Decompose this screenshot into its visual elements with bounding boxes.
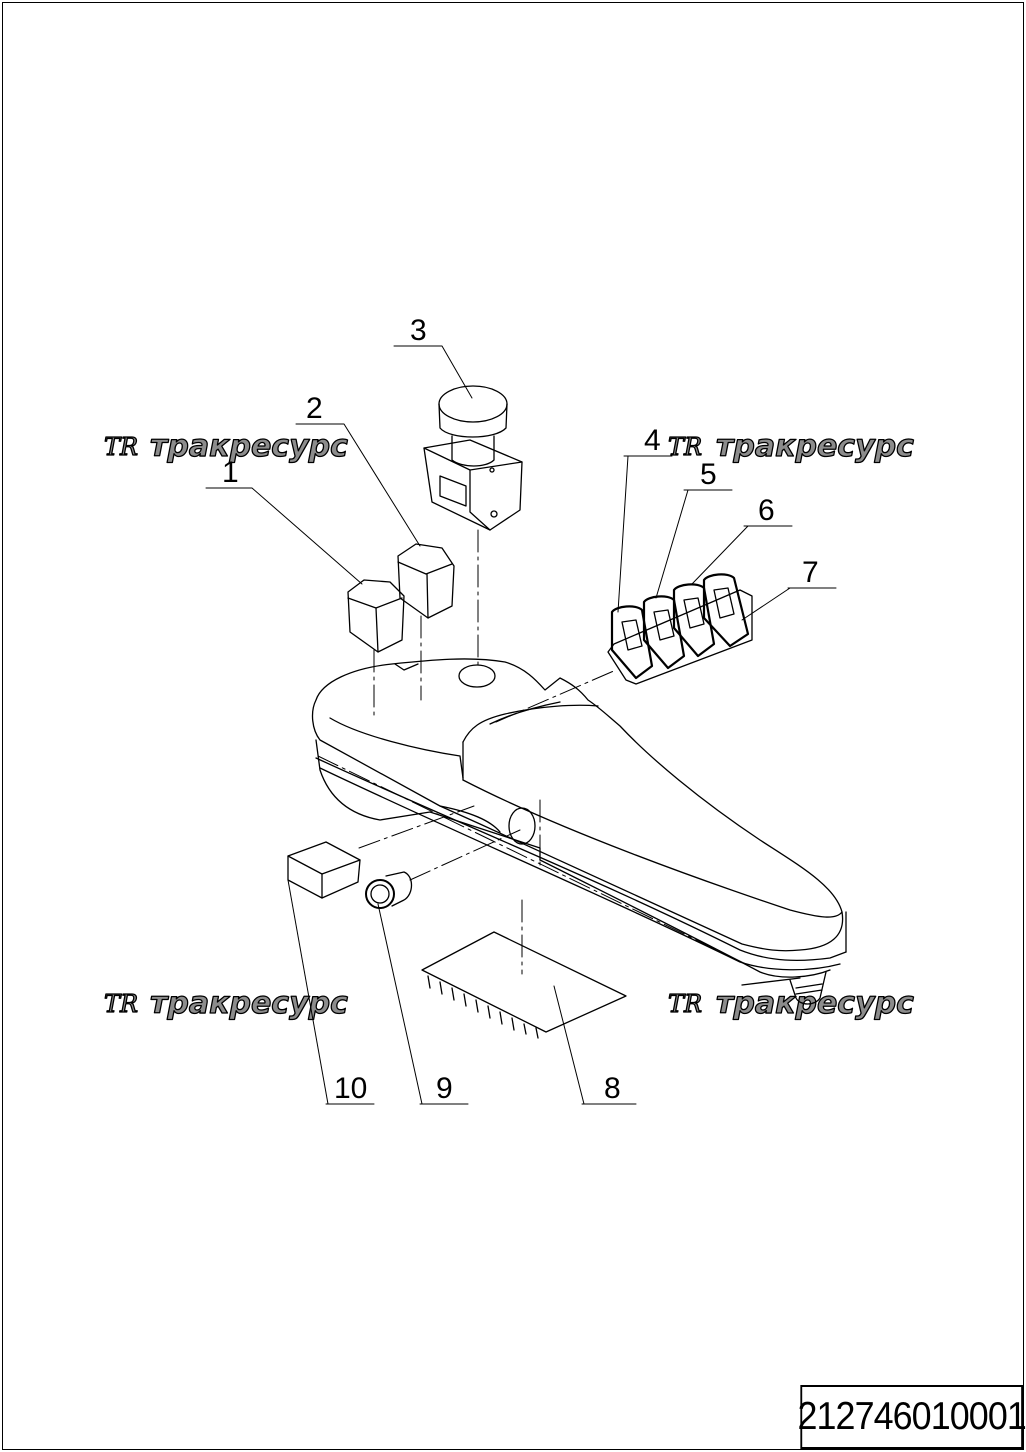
rocker-switch-4	[610, 605, 654, 680]
callout-6: 6	[758, 494, 775, 527]
part-3-emergency-button	[423, 385, 523, 531]
rocker-switch-7	[702, 573, 750, 648]
callout-3: 3	[410, 314, 427, 347]
callout-5: 5	[700, 458, 717, 491]
callout-10: 10	[334, 1072, 367, 1105]
watermark-logo: TR	[668, 990, 702, 1018]
rocker-switch-5	[642, 595, 686, 670]
watermark-logo: TR	[104, 433, 138, 461]
armrest-housing	[311, 658, 847, 1005]
callout-8: 8	[604, 1072, 621, 1105]
part-1-switch	[347, 579, 405, 653]
drawing-number-stamp: 212746010001	[797, 1385, 1026, 1449]
callout-1: 1	[222, 456, 239, 489]
callout-leaders	[205, 345, 837, 1105]
watermark-text: тракресурс	[150, 986, 348, 1021]
watermark-logo: TR	[668, 433, 702, 461]
callout-7: 7	[802, 556, 819, 589]
watermark-top-left: TR тракресурс	[103, 428, 348, 464]
part-2-switch	[397, 543, 455, 619]
parts-4-7-rocker-switches	[607, 573, 753, 685]
part-10-cover-cap	[287, 841, 361, 899]
part-8-circuit-board	[421, 931, 627, 1039]
watermark-text: тракресурс	[716, 429, 914, 464]
callout-labels: 1 2 3 4 5 6 7 8 9 10	[222, 314, 819, 1105]
callout-2: 2	[306, 392, 323, 425]
rocker-switch-6	[672, 583, 716, 658]
watermark-text: тракресурс	[150, 429, 348, 464]
watermark-bottom-left: TR тракресурс	[103, 985, 348, 1021]
watermark-logo: TR	[104, 990, 138, 1018]
callout-4: 4	[644, 424, 661, 457]
assembly-centerlines	[317, 529, 751, 975]
watermark-top-right: TR тракресурс	[667, 428, 914, 464]
watermark-bottom-right: TR тракресурс	[667, 985, 914, 1021]
callout-9: 9	[436, 1072, 453, 1105]
part-9-connector-plug	[365, 871, 413, 909]
